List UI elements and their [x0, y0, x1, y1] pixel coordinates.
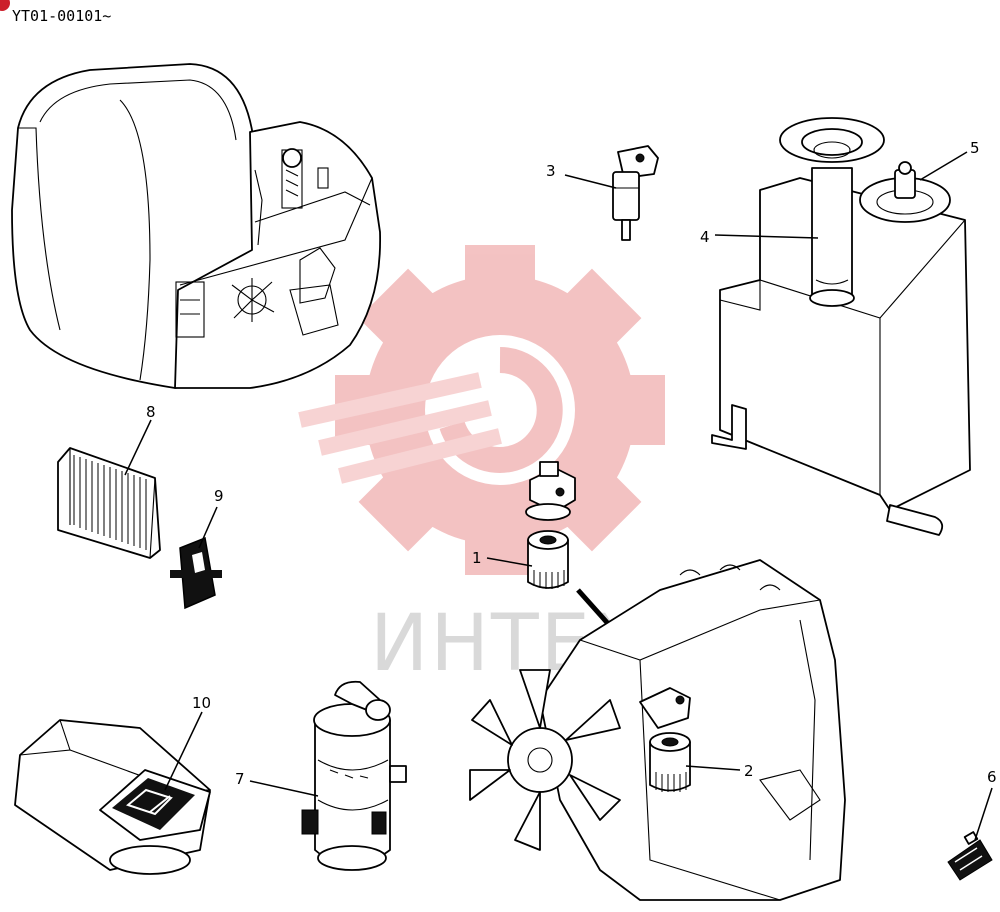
callout-label-5: 5 [970, 139, 980, 157]
callout-label-10: 10 [192, 694, 211, 712]
item-6-sensor [947, 831, 993, 881]
callout-label-3: 3 [546, 162, 556, 180]
diagram-code: YT01-00101~ [12, 7, 111, 25]
callout-label-2: 2 [744, 762, 754, 780]
callout-label-4: 4 [700, 228, 710, 246]
item-7-air-cleaner-canister [301, 680, 407, 871]
leader-lines [124, 151, 993, 841]
item-8-air-filter-element [57, 447, 161, 559]
item-10-air-cleaner-unit [14, 719, 211, 875]
callout-label-7: 7 [235, 770, 245, 788]
callout-label-9: 9 [214, 487, 224, 505]
callout-label-6: 6 [987, 768, 997, 786]
item-1-fuel-filter [525, 461, 576, 589]
corner-mark [0, 0, 10, 11]
item-3-fuel-filter [612, 145, 659, 241]
engine-hood-assembly [11, 63, 381, 389]
callout-label-1: 1 [472, 549, 482, 567]
item-9-pre-filter [170, 536, 222, 610]
item-4-5-radiator-tank [711, 117, 971, 536]
callout-label-8: 8 [146, 403, 156, 421]
engine-block-assembly [469, 559, 846, 901]
